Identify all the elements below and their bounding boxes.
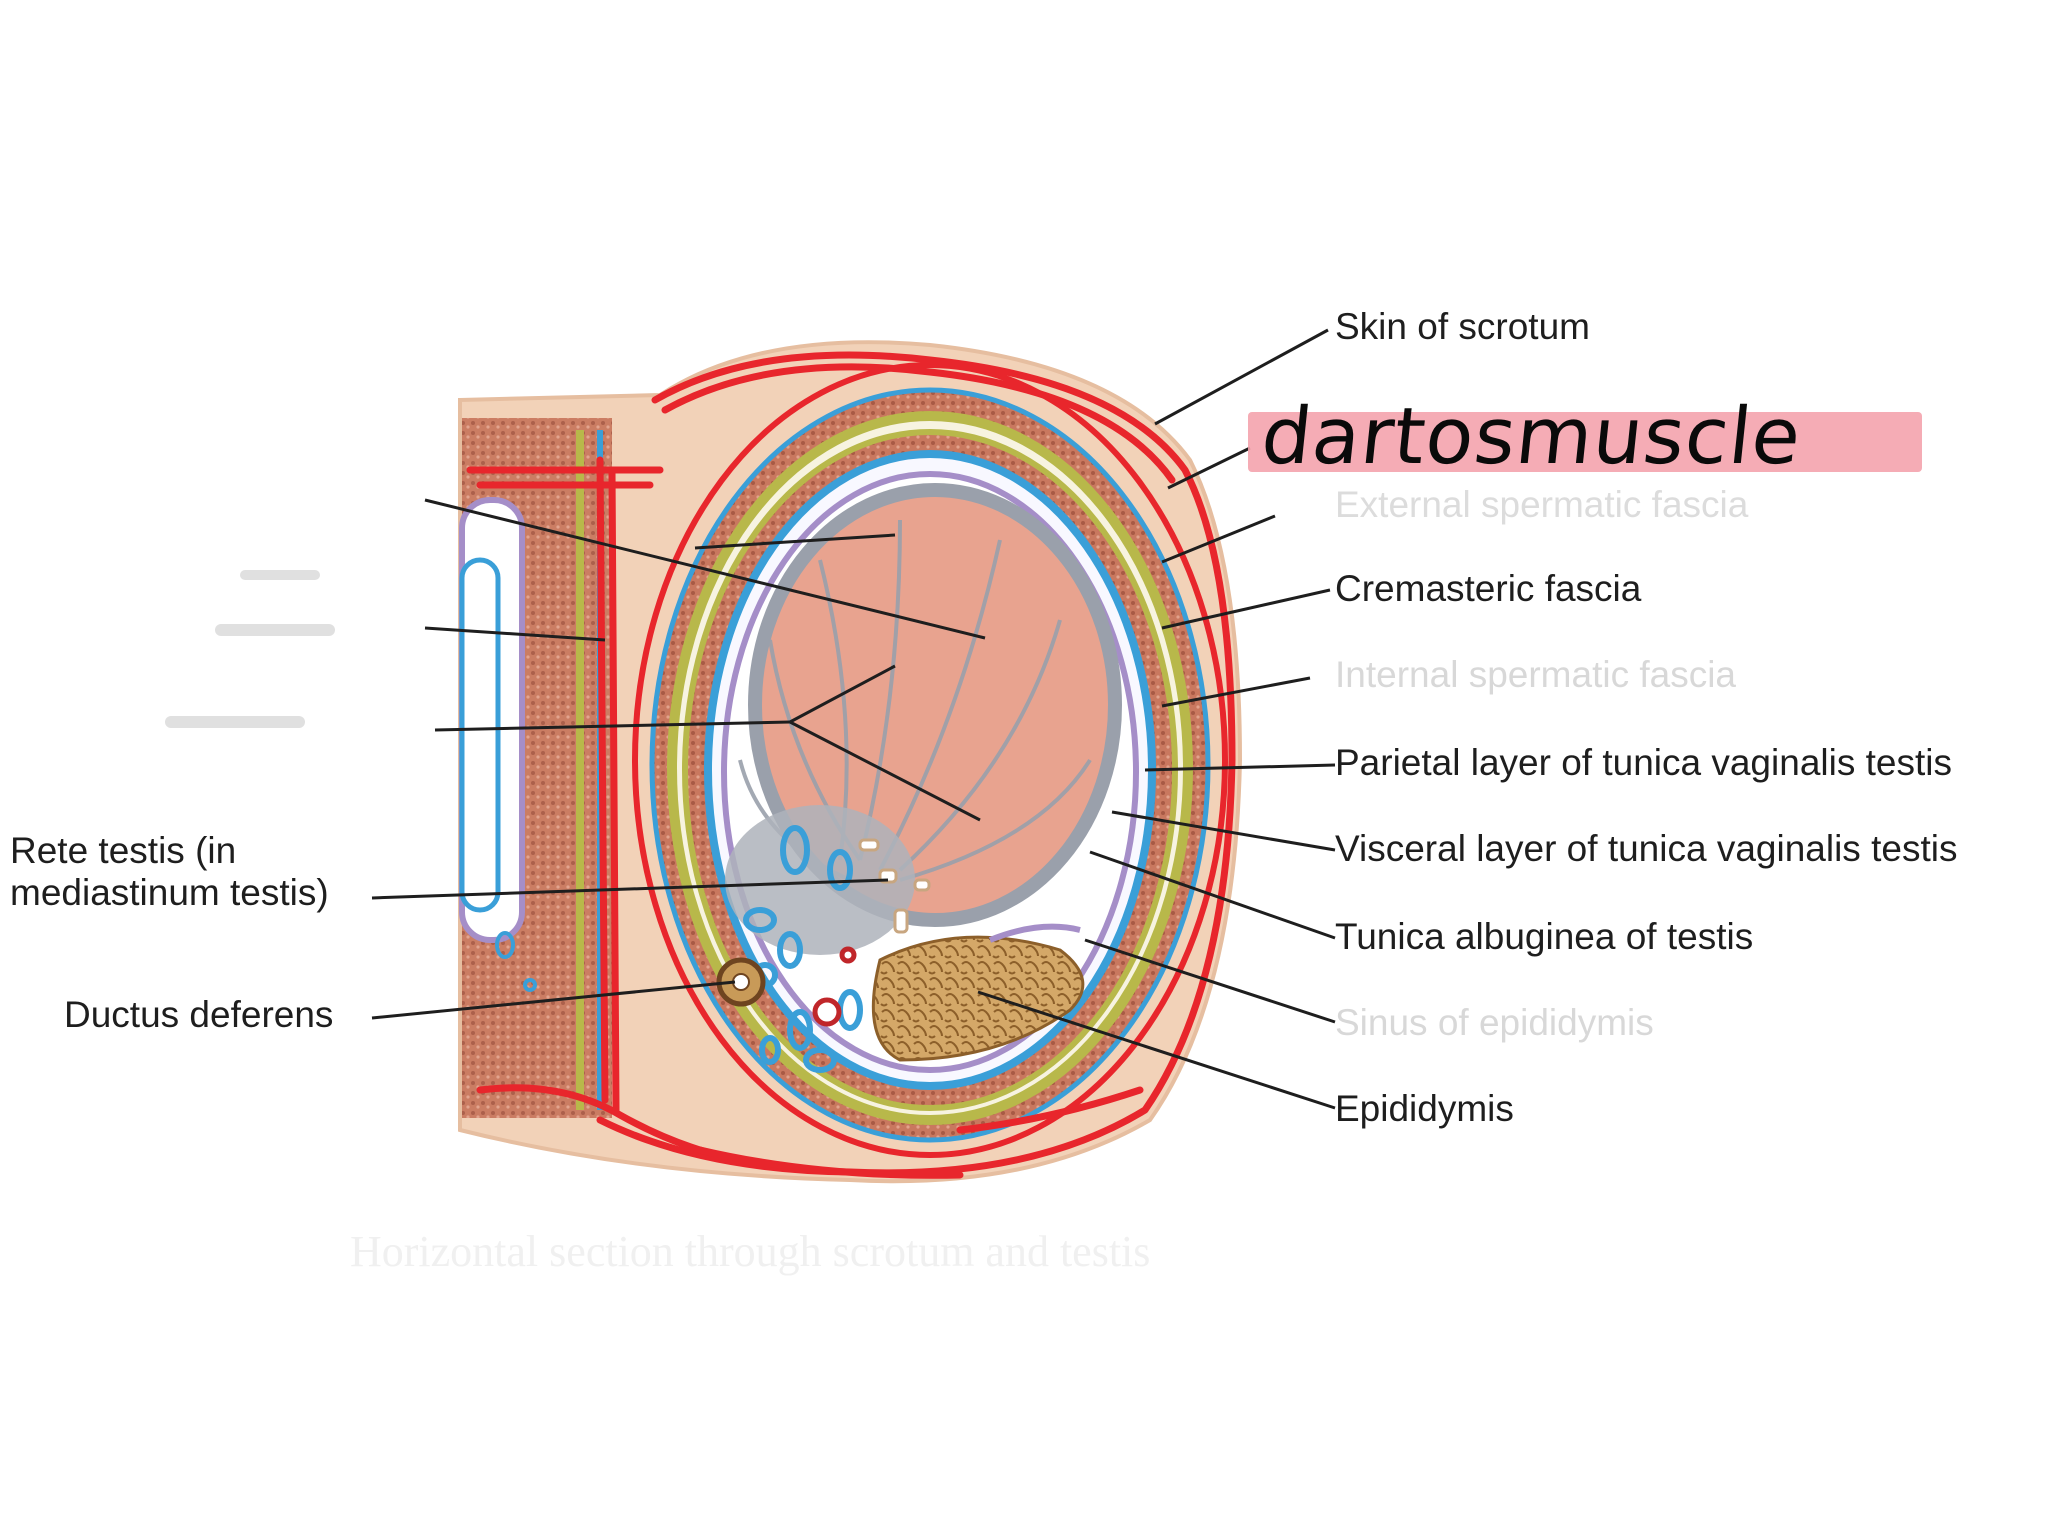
handwritten-annotation-dartos: dartosmuscle — [1257, 392, 1806, 482]
label-sinus-of-epididymis-faded: Sinus of epididymis — [1335, 1002, 1654, 1043]
vessels — [812, 946, 857, 1027]
faded-left-label-fragments — [165, 570, 335, 728]
sinus-of-epididymis — [988, 923, 1081, 943]
label-rete-testis: Rete testis (in mediastinum testis) — [10, 830, 329, 913]
label-parietal-layer: Parietal layer of tunica vaginalis testi… — [1335, 742, 1952, 783]
label-visceral-layer: Visceral layer of tunica vaginalis testi… — [1335, 828, 1958, 869]
handwritten-highlight — [1248, 412, 1922, 472]
rete-tubules — [743, 825, 863, 1073]
label-tunica-albuginea: Tunica albuginea of testis — [1335, 916, 1754, 957]
label-ductus-deferens: Ductus deferens — [64, 994, 334, 1035]
label-epididymis: Epididymis — [1335, 1088, 1514, 1129]
leader-lines-right — [977, 328, 1336, 1110]
label-cremasteric-fascia: Cremasteric fascia — [1335, 568, 1642, 609]
epididymis — [871, 935, 1085, 1062]
label-internal-spermatic-fascia-faded: Internal spermatic fascia — [1335, 654, 1737, 695]
label-skin-of-scrotum: Skin of scrotum — [1335, 306, 1590, 347]
leader-lines-left — [371, 498, 986, 1020]
dartos-red-annotation — [466, 351, 1236, 1179]
label-external-spermatic-fascia-faded: External spermatic fascia — [1335, 484, 1749, 525]
figure-caption-faded: Horizontal section through scrotum and t… — [350, 1227, 1151, 1276]
